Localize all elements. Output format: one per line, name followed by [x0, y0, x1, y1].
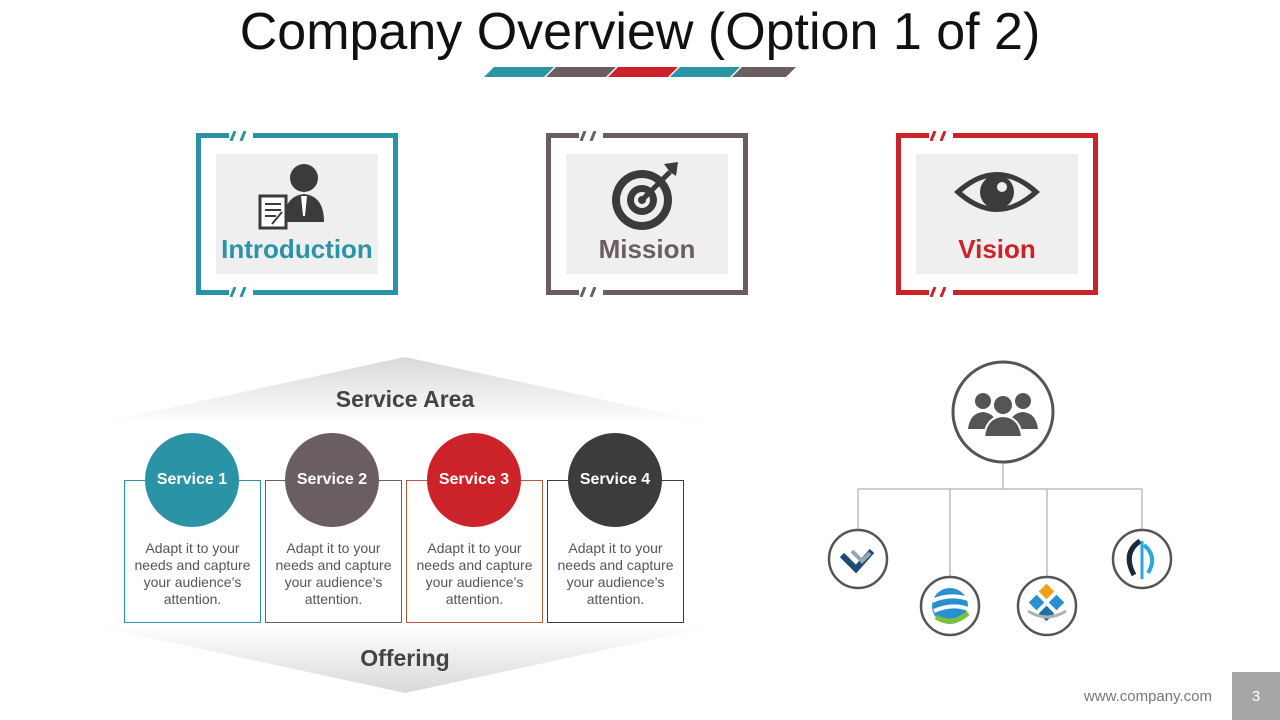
service-3-text: Adapt it to your needs and capture your …	[416, 540, 533, 607]
service-3-circle: Service 3	[427, 433, 521, 527]
target-arrow-icon	[612, 162, 678, 230]
globe-swirl-logo-icon	[919, 575, 981, 637]
service-1-circle: Service 1	[145, 433, 239, 527]
service-area-backdrop	[90, 357, 720, 693]
introduction-card: Introduction	[196, 131, 398, 297]
introduction-label: Introduction	[221, 234, 373, 264]
leaf-circle-logo-icon	[1111, 528, 1173, 590]
mission-card-inner: Mission	[566, 154, 728, 274]
card-notch	[579, 287, 603, 297]
service-4-box: Adapt it to your needs and capture your …	[547, 480, 684, 623]
card-notch	[929, 131, 953, 141]
mission-card: Mission	[546, 131, 748, 297]
chevron-logo-icon	[827, 528, 889, 590]
org-tree-connectors	[857, 463, 1143, 577]
eye-icon	[954, 172, 1040, 212]
card-notch	[229, 131, 253, 141]
service-2-box: Adapt it to your needs and capture your …	[265, 480, 402, 623]
diamond-cluster-logo-icon	[1016, 575, 1078, 637]
card-notch	[579, 131, 603, 141]
card-notch	[929, 287, 953, 297]
vision-card: Vision	[896, 131, 1098, 297]
page-number: 3	[1232, 672, 1280, 720]
offering-title: Offering	[360, 645, 450, 671]
mission-label: Mission	[598, 234, 696, 264]
slide-title: Company Overview (Option 1 of 2)	[239, 3, 1041, 61]
org-tree	[827, 360, 1173, 637]
service-4-circle: Service 4	[568, 433, 662, 527]
footer-url: www.company.com	[1083, 688, 1212, 705]
title-accent-bar	[484, 67, 796, 77]
card-notch	[229, 287, 253, 297]
vision-card-inner: Vision	[916, 154, 1078, 274]
service-4-text: Adapt it to your needs and capture your …	[557, 540, 674, 607]
introduction-card-inner: Introduction	[216, 154, 378, 274]
team-group-icon	[951, 360, 1055, 464]
businessman-document-icon	[258, 164, 324, 230]
service-2-text: Adapt it to your needs and capture your …	[275, 540, 392, 607]
service-2-circle: Service 2	[285, 433, 379, 527]
service-1-text: Adapt it to your needs and capture your …	[134, 540, 251, 607]
vision-label: Vision	[958, 234, 1036, 264]
service-area-title: Service Area	[335, 386, 475, 412]
